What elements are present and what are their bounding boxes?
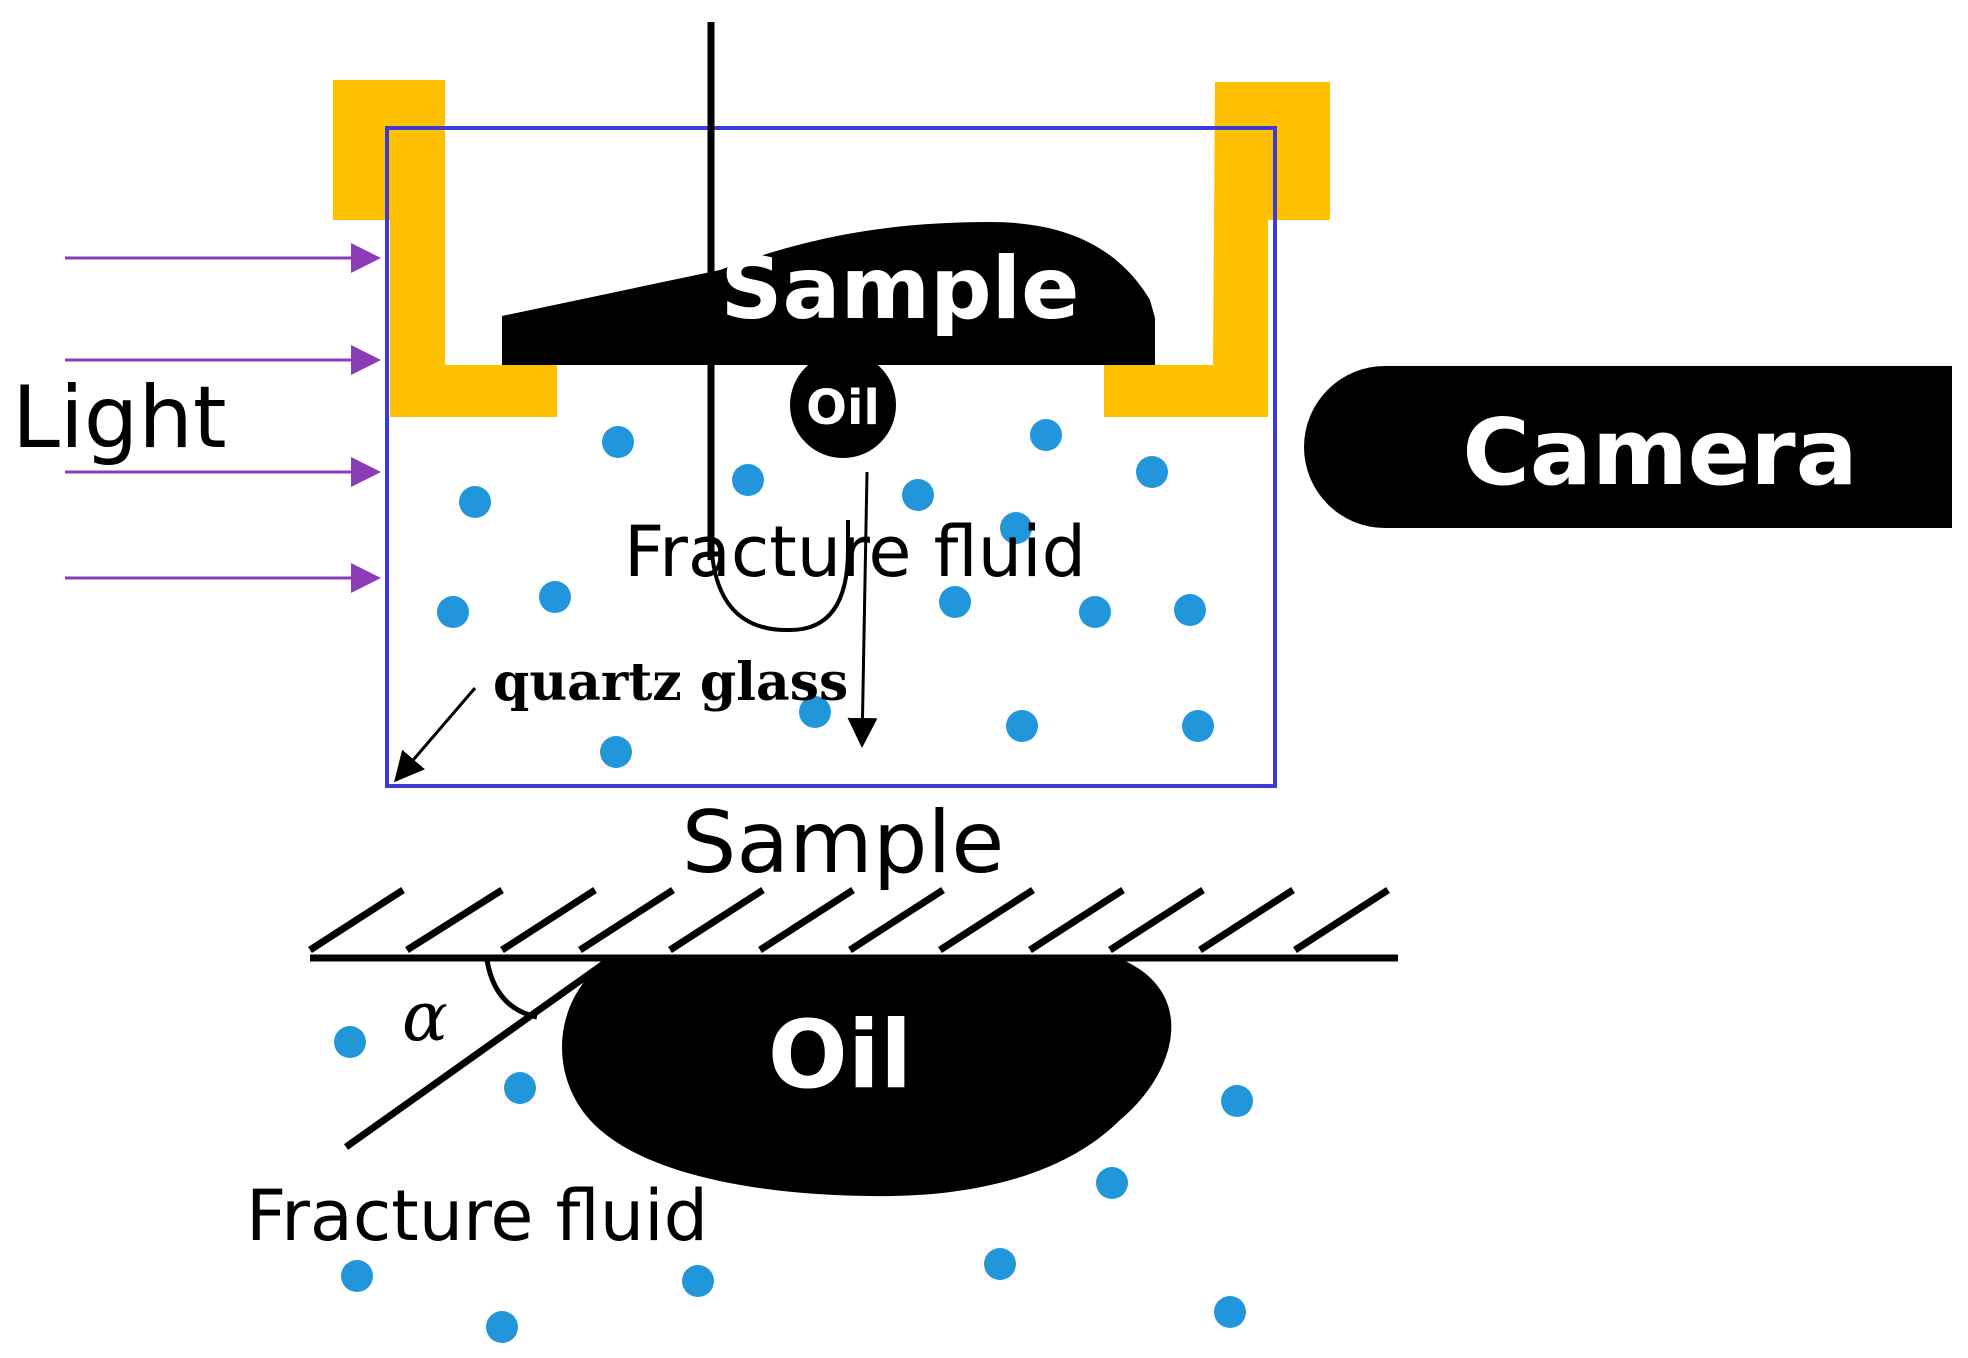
fracture-fluid-label-top: Fracture fluid [624, 511, 1086, 593]
fluid-droplet [732, 464, 764, 496]
fluid-droplet [1096, 1167, 1128, 1199]
surface-hatching [308, 887, 1390, 953]
tangent-line [343, 955, 615, 1150]
fluid-droplet [939, 586, 971, 618]
fluid-droplet [902, 479, 934, 511]
fluid-droplet [799, 696, 831, 728]
down-arrow [847, 471, 878, 748]
fluid-droplet [600, 736, 632, 768]
fluid-droplet [1182, 710, 1214, 742]
fluid-droplet [984, 1248, 1016, 1280]
oil-label-large: Oil [768, 1001, 912, 1110]
fluid-droplet [1030, 419, 1062, 451]
fluid-droplet [1174, 594, 1206, 626]
sample-surface [308, 887, 1398, 962]
fluid-droplet [459, 486, 491, 518]
fluid-droplet [602, 426, 634, 458]
fluid-droplet [1221, 1085, 1253, 1117]
sample-label-bottom: Sample [682, 793, 1004, 893]
light-rays [65, 243, 381, 593]
fluid-droplet [1000, 512, 1032, 544]
fluid-droplet [1006, 710, 1038, 742]
fluid-droplet [1079, 596, 1111, 628]
fluid-droplet [539, 581, 571, 613]
fluid-droplet [504, 1072, 536, 1104]
light-label: Light [12, 368, 227, 468]
fluid-droplet [341, 1260, 373, 1292]
holder-left [333, 80, 557, 417]
quartz-glass-pointer [394, 687, 477, 783]
fluid-droplet [682, 1265, 714, 1297]
holder-right [1104, 82, 1330, 417]
quartz-glass-label: quartz glass [493, 652, 848, 713]
fracture-fluid-label-bottom: Fracture fluid [246, 1175, 708, 1257]
sample-block [502, 222, 1155, 365]
fluid-droplet [437, 596, 469, 628]
fluid-droplet [334, 1026, 366, 1058]
fluid-droplets-cell [437, 419, 1214, 768]
quartz-glass-cell [385, 126, 1277, 788]
camera-label: Camera [1462, 399, 1857, 506]
contact-angle-arc [484, 959, 538, 1020]
oil-drop-large [562, 955, 1172, 1197]
oil-label-small: Oil [806, 380, 880, 436]
fluid-droplet [1136, 456, 1168, 488]
sample-label-top: Sample [721, 239, 1080, 339]
camera-body [1304, 366, 1952, 528]
fluid-droplet [486, 1311, 518, 1343]
oil-drop-small [790, 352, 896, 458]
fluid-droplet [1214, 1296, 1246, 1328]
angle-symbol: α [402, 978, 448, 1057]
fluid-droplets-bottom [334, 1026, 1253, 1343]
